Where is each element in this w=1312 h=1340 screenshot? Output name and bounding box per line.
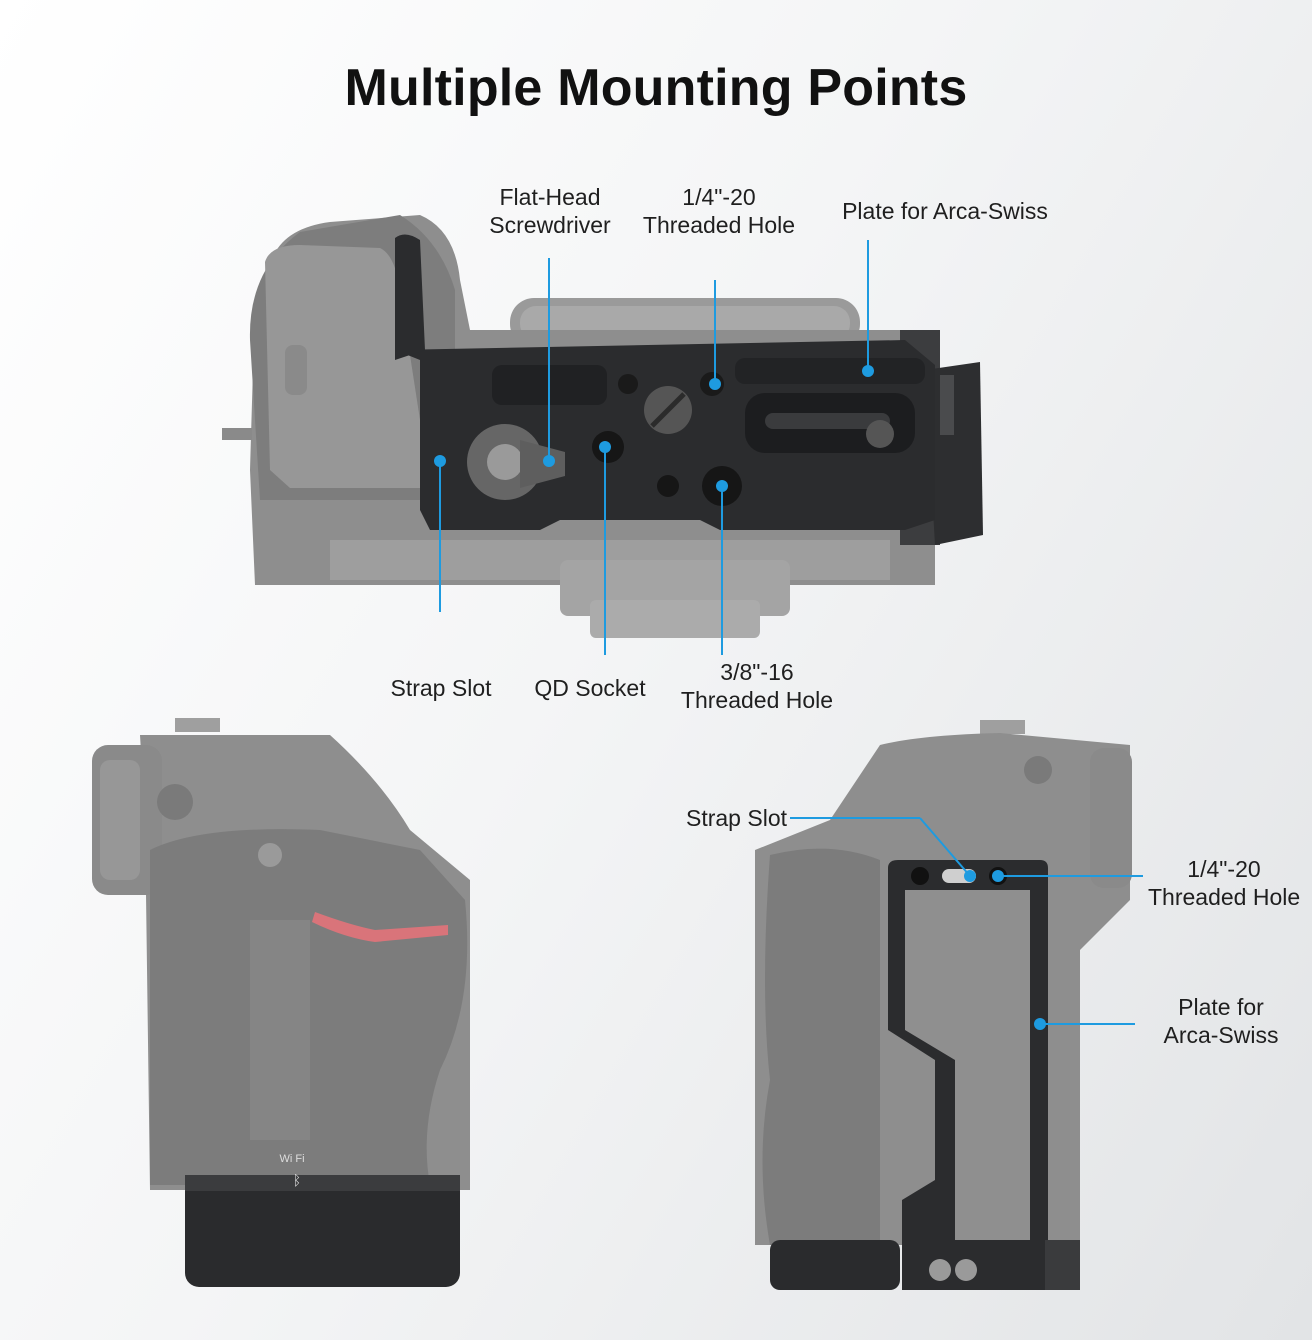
bluetooth-icon: ᛒ bbox=[293, 1173, 301, 1189]
left-side-view-camera bbox=[92, 718, 470, 1287]
page-title: Multiple Mounting Points bbox=[344, 59, 968, 117]
label-qd-socket: QD Socket bbox=[534, 675, 646, 701]
right-side-view-camera bbox=[755, 720, 1143, 1290]
label-plate-for-arca-swiss: Plate for Arca-Swiss bbox=[842, 198, 1048, 224]
wifi-mark: Wi Fi bbox=[279, 1153, 304, 1165]
label-strap-slot: Strap Slot bbox=[390, 675, 492, 701]
top-view-camera bbox=[222, 215, 983, 655]
label-side-strap-slot: Strap Slot bbox=[686, 805, 787, 831]
